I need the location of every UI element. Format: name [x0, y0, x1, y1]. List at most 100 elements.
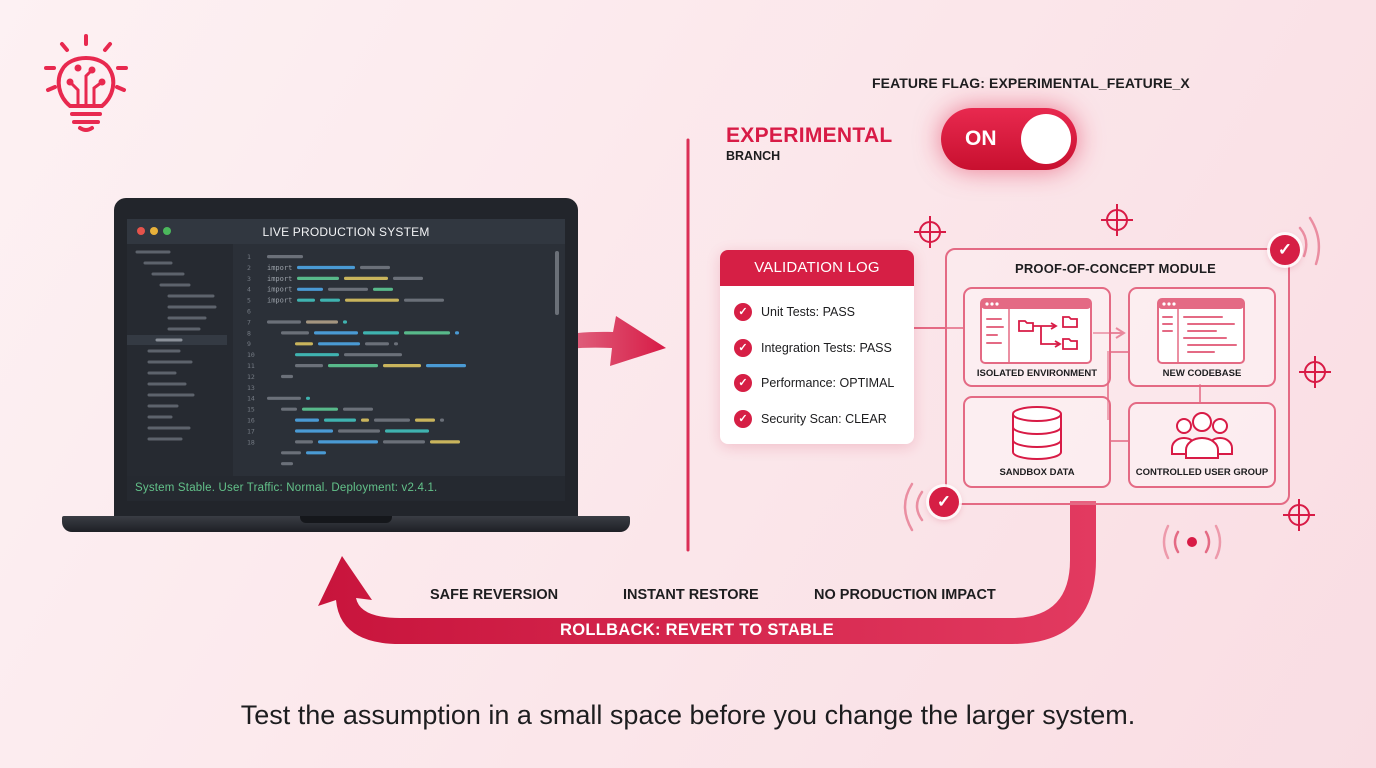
code-token	[415, 418, 435, 422]
check-icon: ✓	[734, 374, 752, 392]
validation-log-card: VALIDATION LOG ✓ Unit Tests: PASS ✓ Inte…	[720, 250, 914, 444]
validation-item: ✓ Performance: OPTIMAL	[734, 373, 894, 393]
code-token	[297, 276, 339, 280]
code-token	[314, 331, 358, 335]
code-token	[360, 265, 390, 270]
code-token	[344, 353, 402, 357]
line-number: 17	[247, 427, 255, 435]
code-token	[426, 364, 466, 368]
line-number: 4	[247, 286, 251, 294]
window-maximize-dot[interactable]	[163, 227, 171, 235]
crosshair-icon	[1101, 204, 1133, 236]
line-number: 8	[247, 329, 251, 337]
code-token	[338, 429, 380, 433]
line-number: 3	[247, 275, 251, 283]
code-token	[373, 287, 393, 291]
code-token	[318, 440, 378, 444]
code-token	[430, 440, 460, 444]
crosshair-icon	[1283, 499, 1315, 531]
validation-item-label: Performance: OPTIMAL	[761, 376, 895, 390]
code-window-icon	[1157, 298, 1245, 364]
code-token	[385, 429, 429, 433]
line-number: 10	[247, 351, 255, 359]
line-number: 12	[247, 373, 255, 381]
status-text: System Stable. User Traffic: Normal. Dep…	[135, 482, 438, 494]
users-icon	[1171, 412, 1233, 459]
code-token	[306, 320, 338, 324]
code-token	[295, 418, 319, 422]
check-icon: ✓	[734, 339, 752, 357]
line-number: 14	[247, 395, 255, 403]
status-bar	[127, 476, 565, 501]
code-token	[363, 331, 399, 335]
feature-flag-toggle[interactable]: ON	[941, 108, 1077, 170]
validation-item-label: Security Scan: CLEAR	[761, 412, 887, 426]
isolated-environment-box: ISOLATED ENVIRONMENT	[963, 287, 1111, 387]
feature-flag-label: FEATURE FLAG: EXPERIMENTAL_FEATURE_X	[872, 75, 1190, 91]
code-keyword: import	[267, 286, 292, 294]
window-minimize-dot[interactable]	[150, 227, 158, 235]
validation-item: ✓ Unit Tests: PASS	[734, 302, 855, 322]
code-token	[281, 374, 293, 379]
window-close-dot[interactable]	[137, 227, 145, 235]
check-icon: ✓	[929, 487, 959, 517]
code-token	[394, 342, 398, 346]
file-tree-sidebar	[127, 244, 233, 476]
branch-subtitle: BRANCH	[726, 149, 781, 163]
code-token	[297, 298, 315, 302]
sandbox-data-label: SANDBOX DATA	[999, 467, 1075, 478]
crosshair-icon	[914, 216, 946, 248]
code-token	[295, 429, 333, 433]
validation-item-label: Integration Tests: PASS	[761, 341, 892, 355]
line-number: 9	[247, 340, 251, 348]
new-codebase-label: NEW CODEBASE	[1162, 368, 1242, 379]
editor-scrollbar[interactable]	[555, 251, 559, 315]
code-token	[374, 418, 410, 422]
code-token	[306, 396, 310, 400]
code-token	[267, 255, 303, 259]
signal-icon	[1162, 524, 1222, 560]
crosshair-icon	[1299, 356, 1331, 388]
new-codebase-box: NEW CODEBASE	[1128, 287, 1276, 387]
check-icon: ✓	[734, 410, 752, 428]
code-token	[404, 331, 450, 335]
validation-item: ✓ Integration Tests: PASS	[734, 338, 892, 358]
code-token	[324, 418, 356, 422]
line-number: 5	[247, 297, 251, 305]
code-token	[361, 418, 369, 422]
code-token	[295, 342, 313, 346]
branch-title: EXPERIMENTAL	[726, 124, 893, 147]
code-token	[318, 342, 360, 346]
user-group-box: CONTROLLED USER GROUP	[1128, 402, 1276, 488]
code-token	[455, 331, 459, 335]
laptop-screen: LIVE PRODUCTION SYSTEM	[127, 219, 565, 501]
code-token	[267, 320, 301, 324]
toggle-state-text: ON	[965, 127, 997, 150]
rollback-banner: ROLLBACK: REVERT TO STABLE	[560, 621, 834, 639]
line-number: 15	[247, 406, 255, 414]
code-token	[343, 320, 347, 324]
code-token	[281, 331, 309, 335]
check-icon: ✓	[734, 303, 752, 321]
poc-module	[945, 248, 1290, 505]
signal-waves-bottom	[903, 482, 924, 532]
validation-item-label: Unit Tests: PASS	[761, 305, 856, 319]
code-token	[281, 407, 297, 411]
code-token	[295, 353, 339, 357]
code-token	[302, 407, 338, 411]
database-icon	[1012, 406, 1062, 460]
code-token	[281, 462, 293, 466]
rollback-label-no-impact: NO PRODUCTION IMPACT	[814, 587, 996, 603]
line-number: 2	[247, 264, 251, 272]
toggle-knob[interactable]	[1021, 114, 1071, 164]
lightbulb-circuit-icon	[44, 34, 128, 132]
code-token	[365, 342, 389, 346]
code-token	[404, 298, 444, 302]
code-token	[295, 364, 323, 368]
line-number: 16	[247, 417, 255, 425]
signal-waves-top	[1298, 216, 1321, 266]
line-number: 1	[247, 253, 251, 261]
validation-log-title: VALIDATION LOG	[720, 250, 914, 286]
